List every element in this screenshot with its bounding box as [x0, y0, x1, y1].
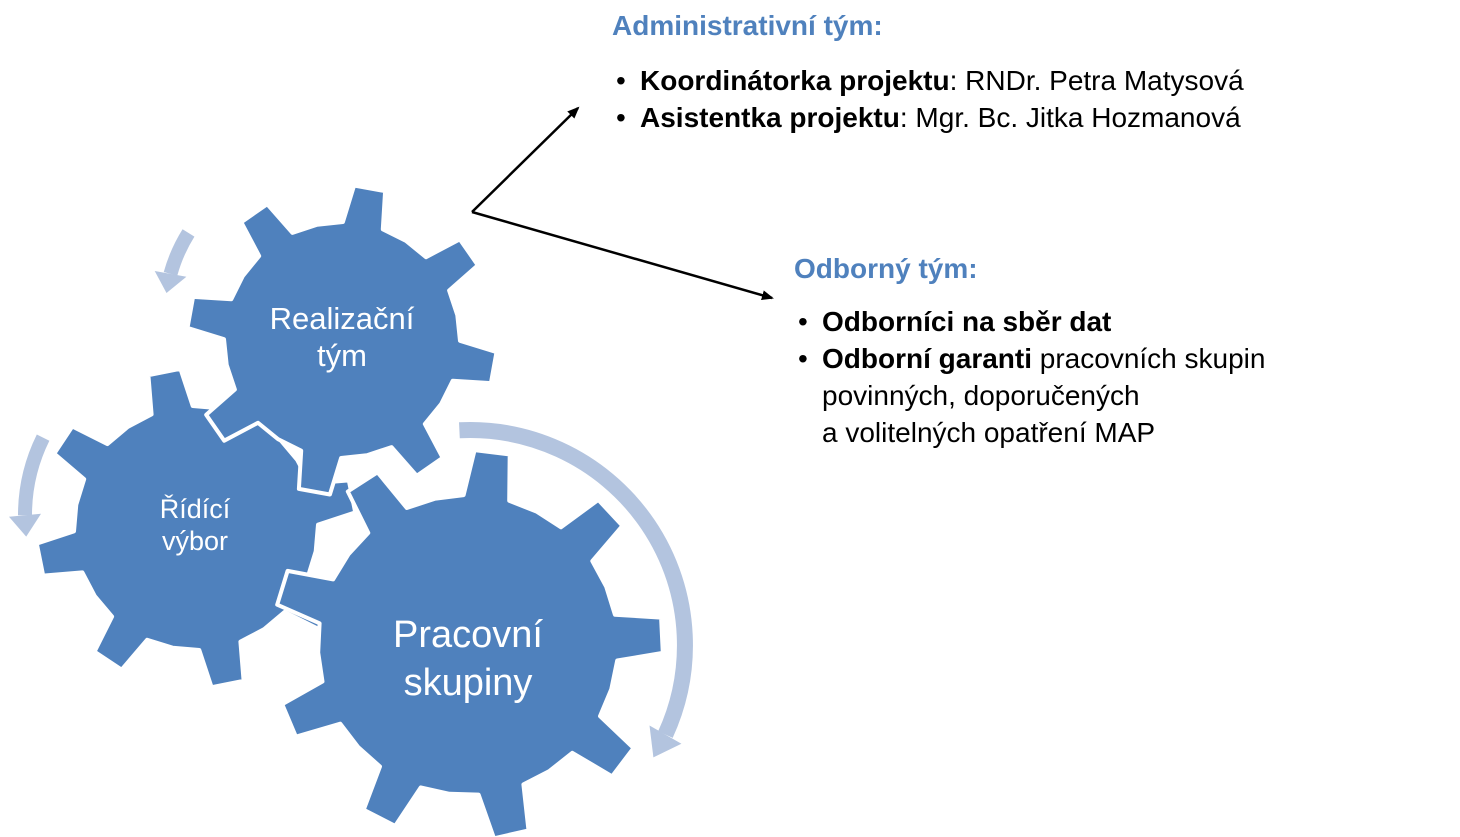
cycle-arrow-top-band — [163, 229, 195, 276]
bullet: • — [616, 65, 626, 96]
item-text-continuation: a volitelných opatření MAP — [822, 417, 1156, 448]
person-name: Mgr. Bc. Jitka Hozmanová — [915, 102, 1241, 133]
gear-label-realizacni-tym: Realizační tým — [232, 300, 452, 374]
bullet: • — [798, 343, 808, 374]
role-label: Odborníci na sběr dat — [822, 306, 1112, 337]
connector-line-admin — [471, 106, 580, 213]
cycle-arrow-right-head — [649, 725, 682, 758]
cycle-arrow-left-head — [9, 513, 41, 537]
cycle-arrow-top-head — [154, 271, 187, 293]
gear-label-pracovni-skupiny: Pracovní skupiny — [348, 612, 588, 707]
gear-label-line: tým — [317, 338, 367, 374]
gear-pracovni-skupiny-icon — [275, 448, 665, 837]
admin-team-list: • Koordinátorka projektu: RNDr. Petra Ma… — [612, 62, 1244, 136]
expert-team-list: • Odborníci na sběr dat • Odborní garant… — [794, 303, 1265, 451]
gear-label-line: Pracovní — [393, 614, 543, 656]
separator: : — [949, 65, 966, 96]
list-item: • Koordinátorka projektu: RNDr. Petra Ma… — [612, 62, 1244, 99]
connector-line-expert — [471, 210, 774, 301]
list-item: • Odborní garanti pracovních skupin povi… — [794, 340, 1265, 451]
gear-label-line: Realizační — [269, 301, 415, 336]
bullet: • — [616, 102, 626, 133]
role-label: Asistentka projektu — [640, 102, 900, 133]
expert-team-heading: Odborný tým: — [794, 253, 978, 284]
list-item: • Odborníci na sběr dat — [794, 303, 1265, 340]
role-label: Koordinátorka projektu — [640, 65, 950, 96]
cycle-arrows — [9, 229, 693, 758]
separator: : — [899, 102, 916, 133]
person-name: RNDr. Petra Matysová — [965, 65, 1244, 96]
cycle-arrow-right-band — [459, 422, 693, 738]
item-text-continuation: povinných, doporučených — [822, 380, 1140, 411]
role-label: Odborní garanti — [822, 343, 1032, 374]
gears — [34, 183, 665, 837]
list-item: • Asistentka projektu: Mgr. Bc. Jitka Ho… — [612, 99, 1244, 136]
gear-label-line: výbor — [161, 526, 229, 557]
gear-label-line: Řídící — [159, 494, 231, 524]
admin-team-heading: Administrativní tým: — [612, 10, 883, 41]
gear-label-ridici-vybor: Řídící výbor — [95, 493, 295, 558]
cycle-arrow-left-band — [17, 434, 50, 516]
item-text: pracovních skupin — [1032, 343, 1266, 374]
gear-realizacni-tym-icon — [185, 183, 499, 497]
bullet: • — [798, 306, 808, 337]
gear-label-line: skupiny — [403, 661, 533, 704]
